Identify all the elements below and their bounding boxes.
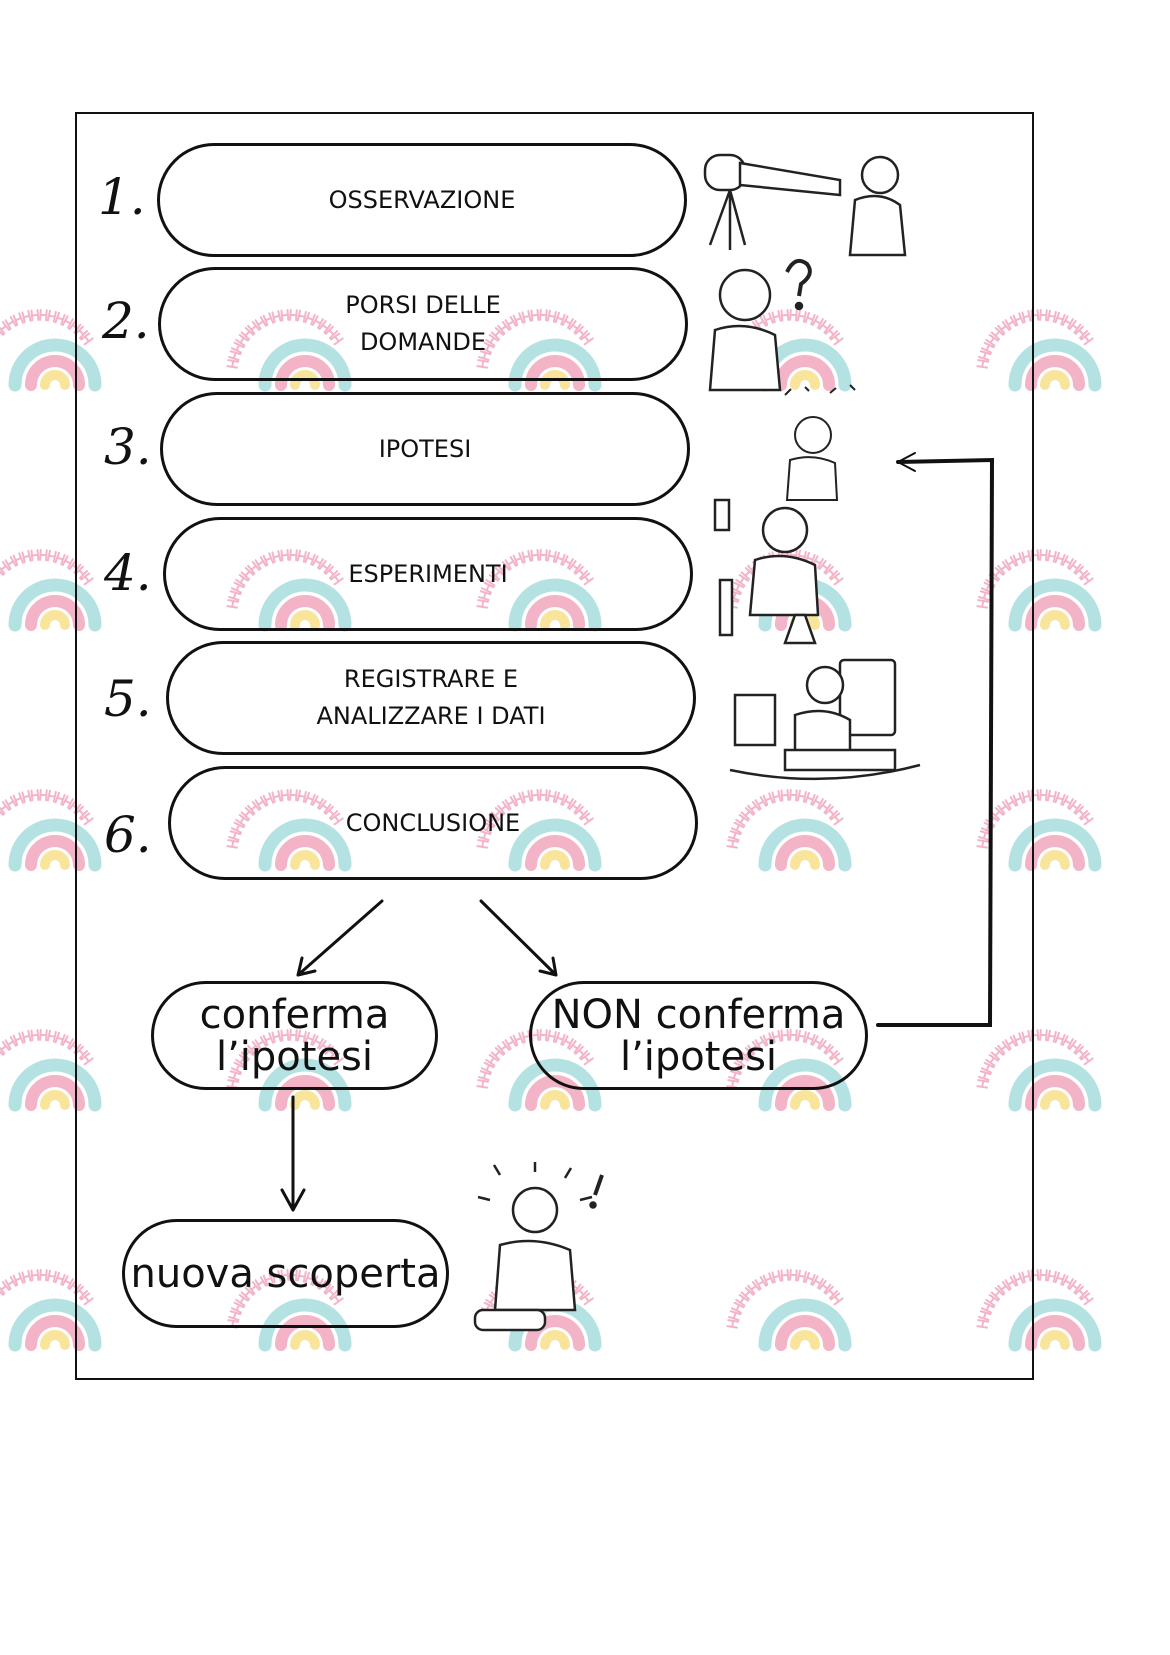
watermark-logo <box>715 735 865 885</box>
step-label-line: REGISTRARE E <box>343 665 519 693</box>
outcome-discovery: nuova scoperta <box>122 1219 449 1328</box>
step-label-line: PORSI DELLE <box>345 291 501 319</box>
step-oval-data: REGISTRARE E ANALIZZARE I DATI <box>166 641 696 755</box>
arrow-to-reject <box>479 899 558 977</box>
outcome-label-line: l’ipotesi <box>215 1033 374 1080</box>
step-number-2: 2. <box>102 292 150 350</box>
telescope-boy-illustration <box>703 153 907 257</box>
data-analysis-boy-illustration <box>729 658 921 781</box>
watermark-logo <box>465 735 615 885</box>
discovery-boy-illustration <box>473 1162 604 1332</box>
step-number-3: 3. <box>104 418 152 476</box>
step-label-line: DOMANDE <box>359 328 487 356</box>
experiment-boy-illustration <box>713 498 820 645</box>
step-number-6: 6. <box>104 806 152 864</box>
step-label: REGISTRARE E ANALIZZARE I DATI <box>316 661 545 735</box>
watermark-logo <box>715 1215 865 1365</box>
step-label: CONCLUSIONE <box>345 808 521 837</box>
step-number-1: 1. <box>98 168 146 226</box>
arrow-to-confirm <box>296 899 384 977</box>
questioning-boy-illustration <box>708 258 812 392</box>
watermark-logo <box>215 1215 365 1365</box>
arrow-to-discovery <box>280 1095 306 1212</box>
step-label: IPOTESI <box>378 434 472 463</box>
step-oval-observation: OSSERVAZIONE <box>157 143 687 257</box>
outcome-label-line: NON conferma <box>551 991 846 1038</box>
watermark-logo <box>215 735 365 885</box>
question-mark-icon <box>785 258 812 297</box>
step-oval-conclusion: CONCLUSIONE <box>168 766 698 880</box>
step-number-4: 4. <box>104 544 152 602</box>
watermark-logo <box>215 255 365 405</box>
hypothesis-boy-illustration <box>784 384 856 501</box>
watermark-logo <box>215 495 365 645</box>
step-oval-experiments: ESPERIMENTI <box>163 517 693 631</box>
step-number-5: 5. <box>104 670 152 728</box>
feedback-arrowhead <box>897 452 916 472</box>
outcome-label-line: conferma <box>199 991 390 1038</box>
step-label: PORSI DELLE DOMANDE <box>345 287 501 361</box>
step-label-line: ANALIZZARE I DATI <box>316 702 546 730</box>
outcome-label: nuova scoperta <box>130 1250 441 1297</box>
worksheet-frame <box>75 112 1034 1380</box>
step-label: ESPERIMENTI <box>348 559 508 588</box>
feedback-arrow <box>876 457 995 1027</box>
step-label: OSSERVAZIONE <box>328 185 516 214</box>
watermark-logo <box>465 255 615 405</box>
outcome-label-line: l’ipotesi <box>619 1033 778 1080</box>
step-oval-hypothesis: IPOTESI <box>160 392 690 506</box>
step-oval-questions: PORSI DELLE DOMANDE <box>158 267 688 381</box>
watermark-logo <box>465 495 615 645</box>
